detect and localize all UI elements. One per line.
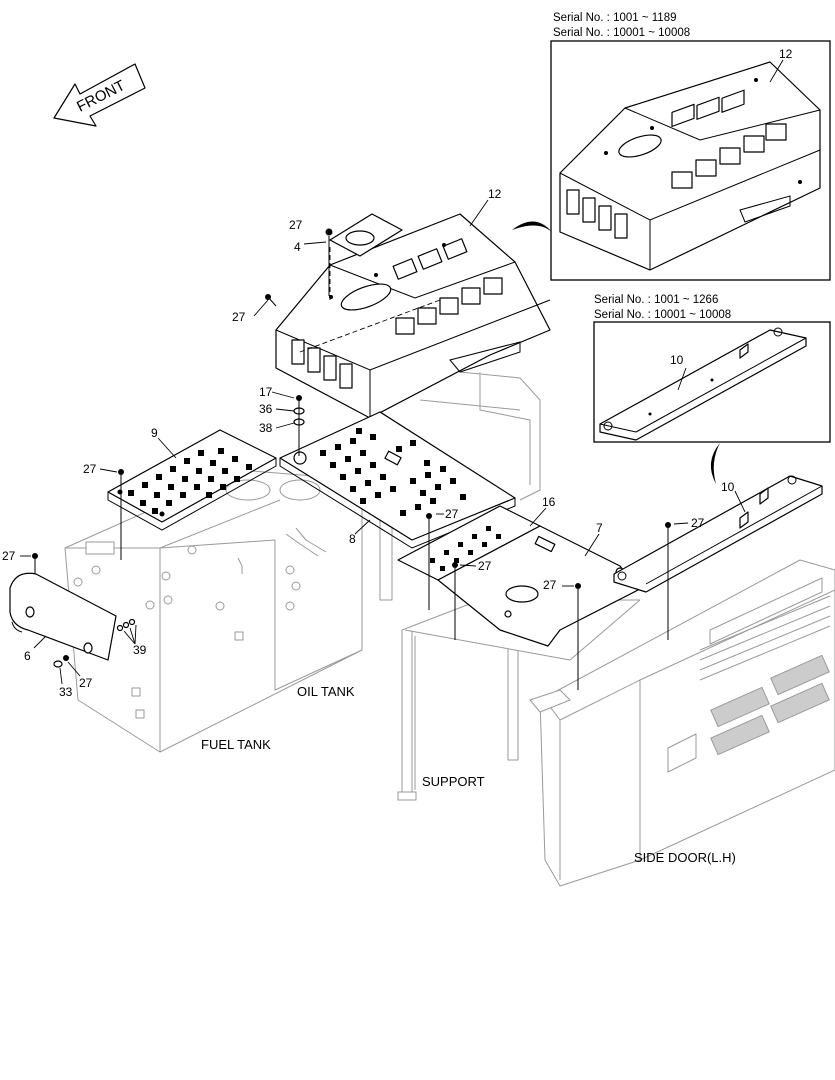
label-support: SUPPORT bbox=[422, 774, 485, 789]
callout-36: 36 bbox=[259, 402, 273, 416]
component-labels: OIL TANK FUEL TANK SUPPORT SIDE DOOR(L.H… bbox=[201, 684, 736, 865]
label-fuel-tank: FUEL TANK bbox=[201, 737, 271, 752]
fasteners bbox=[32, 228, 671, 690]
inset-top-cover: Serial No. : 1001 ~ 1189 Serial No. : 10… bbox=[550, 12, 831, 281]
callout-10: 10 bbox=[721, 480, 735, 494]
callout-16: 16 bbox=[542, 495, 556, 509]
inset-bracket-serial-2: Serial No. : 10001 ~ 10008 bbox=[594, 309, 731, 321]
inset-bracket-callout: 10 bbox=[670, 353, 684, 367]
top-cover-part-12 bbox=[275, 213, 551, 419]
inset-cover-drawing bbox=[559, 61, 821, 271]
leader-lines bbox=[20, 199, 746, 685]
callout-27-cover6: 27 bbox=[2, 549, 16, 563]
cover-part-6 bbox=[9, 572, 117, 661]
side-door-grille-1 bbox=[710, 686, 770, 728]
callout-numbers: 12 27 4 27 17 36 38 9 27 8 27 16 7 27 27… bbox=[2, 187, 735, 699]
plate-9-perforations bbox=[128, 448, 252, 514]
callout-27-bottom: 27 bbox=[79, 676, 93, 690]
inset-bracket-drawing bbox=[599, 327, 807, 441]
callout-27-plate7: 27 bbox=[543, 578, 557, 592]
callout-39: 39 bbox=[133, 643, 147, 657]
callout-27-bracket: 27 bbox=[691, 516, 705, 530]
inset-cover-serial-1: Serial No. : 1001 ~ 1189 bbox=[553, 12, 677, 24]
bracket-part-10 bbox=[613, 475, 823, 593]
side-door-grille-4 bbox=[770, 682, 830, 724]
callout-27-cover-left: 27 bbox=[232, 310, 246, 324]
callout-27-top: 27 bbox=[289, 218, 303, 232]
plate-8-perforations bbox=[320, 428, 466, 516]
plate-part-7 bbox=[437, 525, 639, 647]
callout-33: 33 bbox=[59, 685, 73, 699]
callout-38: 38 bbox=[259, 421, 273, 435]
cover-plate-part-4 bbox=[329, 213, 403, 257]
callout-4: 4 bbox=[294, 240, 301, 254]
label-oil-tank: OIL TANK bbox=[297, 684, 355, 699]
inset-cover-serial-2: Serial No. : 10001 ~ 10008 bbox=[553, 27, 690, 39]
callout-27-plate8: 27 bbox=[445, 507, 459, 521]
tanks bbox=[64, 469, 363, 753]
callout-27-plate9: 27 bbox=[83, 462, 97, 476]
inset-cover-callout: 12 bbox=[779, 47, 793, 61]
callout-6: 6 bbox=[24, 649, 31, 663]
front-arrow-icon: FRONT bbox=[53, 63, 146, 127]
inset-bracket-serial-1: Serial No. : 1001 ~ 1266 bbox=[594, 294, 718, 306]
plate-part-9 bbox=[107, 429, 277, 531]
side-door-grille-3 bbox=[710, 714, 770, 756]
inset-bracket: Serial No. : 1001 ~ 1266 Serial No. : 10… bbox=[593, 294, 831, 443]
callout-7: 7 bbox=[596, 521, 603, 535]
side-door-grille-2 bbox=[770, 654, 830, 696]
inset-bracket-pointer bbox=[710, 443, 720, 484]
callout-27-plate16: 27 bbox=[478, 559, 492, 573]
side-door bbox=[529, 559, 835, 887]
side-door-louvers bbox=[699, 595, 831, 681]
callout-9: 9 bbox=[151, 426, 158, 440]
callout-12: 12 bbox=[488, 187, 502, 201]
top-cover-vents bbox=[291, 238, 503, 389]
label-side-door: SIDE DOOR(L.H) bbox=[634, 850, 736, 865]
side-door-handle bbox=[667, 733, 697, 773]
callout-17: 17 bbox=[259, 385, 273, 399]
callout-8: 8 bbox=[349, 532, 356, 546]
plate-part-8 bbox=[279, 411, 516, 549]
inset-cover-pointer bbox=[512, 221, 552, 232]
